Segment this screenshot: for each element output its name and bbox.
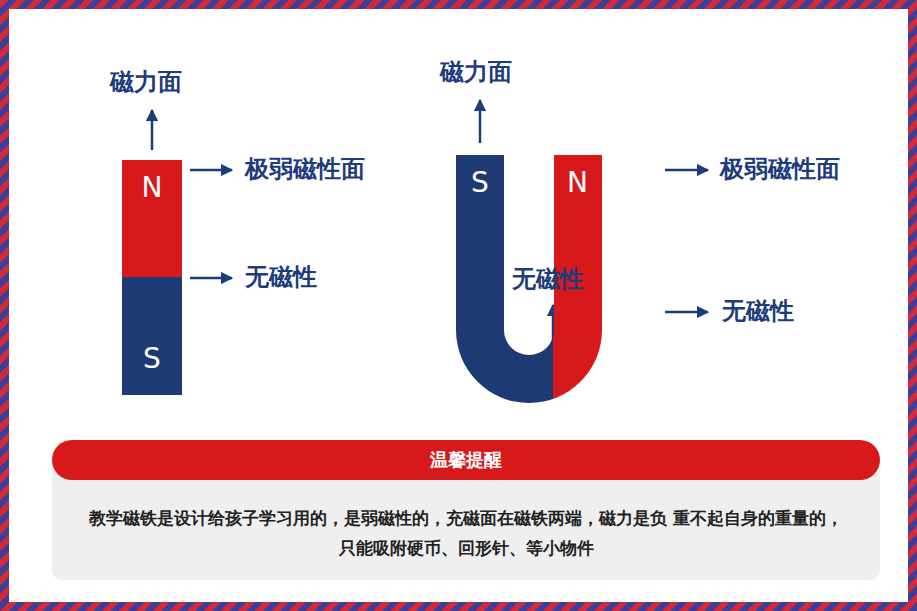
leader-arrow [479, 100, 482, 143]
callout-label: 无磁性 [722, 297, 794, 326]
callout-label: 磁力面 [440, 58, 512, 87]
magnet-pole: S [122, 277, 182, 395]
callout-label: 磁力面 [110, 68, 182, 97]
magnet-shape [553, 155, 602, 403]
magnet-pole: N [122, 160, 182, 277]
callout-label: 无磁性 [245, 263, 317, 292]
shape-text: S [456, 165, 504, 201]
callout-label: 极弱磁性面 [245, 155, 365, 184]
leader-arrow [665, 169, 708, 172]
magnet-shape [456, 155, 553, 403]
shape-text: N [553, 165, 602, 201]
callout-label: 极弱磁性面 [720, 155, 840, 184]
shape-text: 温馨提醒 [52, 448, 880, 471]
shape-text: N [122, 170, 182, 206]
leader-arrow [190, 277, 232, 280]
leader-arrow [665, 311, 708, 314]
note-text: 教学磁铁是设计给孩子学习用的，是弱磁性的，充磁面在磁铁两端，磁力是负 重不起自身… [82, 504, 850, 564]
shape-text: S [122, 341, 182, 377]
callout-label: 无磁性 [512, 265, 584, 294]
page-ground [9, 9, 908, 602]
reminder-banner: 温馨提醒 [52, 440, 880, 480]
leader-arrows [152, 100, 708, 345]
leader-arrow [151, 110, 154, 150]
leader-arrow [190, 169, 232, 172]
